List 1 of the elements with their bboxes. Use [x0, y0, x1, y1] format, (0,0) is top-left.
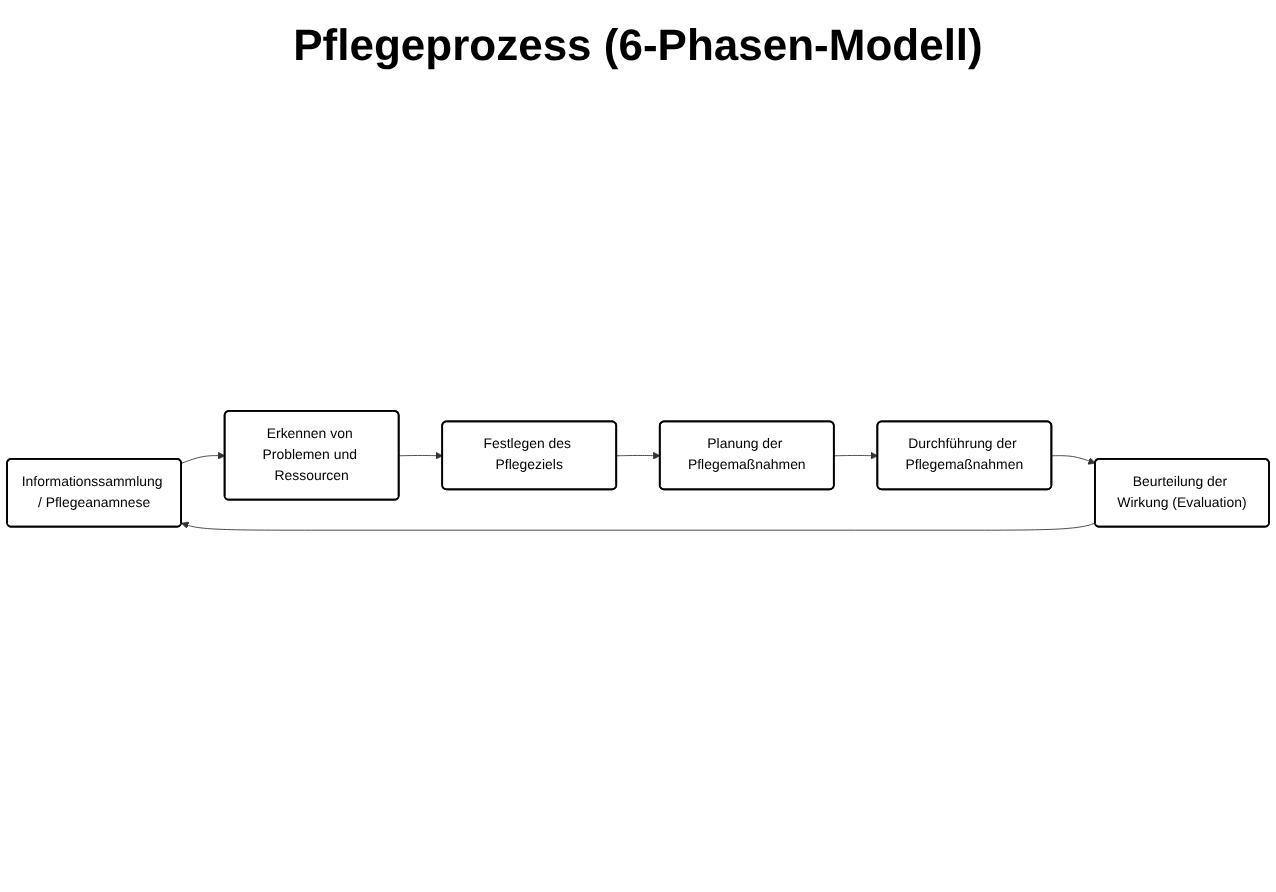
title: Pflegeprozess (6-Phasen-Modell) [291, 20, 985, 72]
